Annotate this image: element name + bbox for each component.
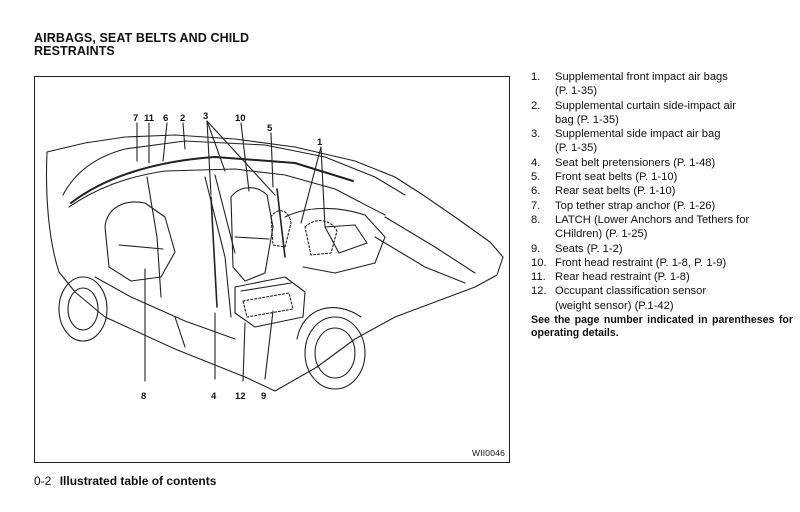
- page-title: AIRBAGS, SEAT BELTS AND CHILD RESTRAINTS: [34, 32, 294, 58]
- callout-12: 12: [235, 391, 246, 402]
- item-number: 9.: [531, 242, 541, 255]
- item-number: 11.: [531, 271, 546, 284]
- item-text: Rear seat belts (P. 1-10): [555, 185, 676, 198]
- item-number: 1.: [531, 71, 541, 83]
- figure-id: WII0046: [471, 448, 505, 458]
- item-number: 8.: [531, 213, 541, 226]
- list-item: 5. Front seat belts (P. 1-10): [531, 170, 793, 184]
- callout-3: 3: [203, 111, 209, 122]
- callout-5: 5: [267, 123, 273, 134]
- page-number: 0-2: [34, 474, 52, 488]
- section-title: Illustrated table of contents: [59, 474, 217, 488]
- item-text: Front seat belts (P. 1-10): [555, 171, 678, 184]
- list-item: 11. Rear head restraint (P. 1-8): [531, 270, 793, 284]
- list-item: 9. Seats (P. 1-2): [531, 242, 793, 256]
- callout-11: 11: [144, 113, 155, 124]
- operating-details-note: See the page number indicated in parenth…: [531, 314, 793, 340]
- callout-8: 8: [141, 391, 147, 402]
- title-line-1: AIRBAGS, SEAT BELTS AND CHILD: [34, 31, 250, 45]
- item-text: Seat belt pretensioners (P. 1-48): [555, 156, 716, 169]
- callout-9: 9: [261, 391, 267, 402]
- item-text: Supplemental front impact air bags(P. 1-…: [555, 71, 728, 98]
- list-item: 7. Top tether strap anchor (P. 1-26): [531, 199, 793, 213]
- item-number: 10.: [531, 256, 547, 269]
- list-item: 3. Supplemental side impact air bag(P. 1…: [531, 127, 793, 156]
- item-number: 3.: [531, 128, 541, 141]
- callout-2: 2: [180, 113, 186, 124]
- component-list: 1. Supplemental front impact air bags(P.…: [531, 70, 793, 340]
- item-number: 6.: [531, 185, 541, 198]
- title-line-2: RESTRAINTS: [34, 44, 115, 58]
- callout-1: 1: [317, 137, 323, 148]
- item-number: 4.: [531, 156, 541, 169]
- car-illustration-figure: 7 11 6 2 3 10 5 1 8 4 12 9 WII0046: [34, 76, 510, 463]
- page-footer: 0-2 Illustrated table of contents: [34, 474, 216, 488]
- callout-6: 6: [163, 113, 169, 124]
- item-text: Top tether strap anchor (P. 1-26): [555, 199, 716, 212]
- list-item: 1. Supplemental front impact air bags(P.…: [531, 70, 793, 99]
- list-item: 12. Occupant classification sensor(weigh…: [531, 284, 793, 313]
- item-number: 7.: [531, 199, 541, 212]
- callout-10: 10: [235, 113, 246, 124]
- item-text: Seats (P. 1-2): [555, 242, 623, 255]
- car-cutaway-drawing: [45, 120, 504, 392]
- list-item: 6. Rear seat belts (P. 1-10): [531, 184, 793, 198]
- list-item: 10. Front head restraint (P. 1-8, P. 1-9…: [531, 256, 793, 270]
- callout-4: 4: [211, 391, 217, 402]
- item-number: 5.: [531, 171, 541, 184]
- item-number: 12.: [531, 285, 547, 298]
- item-text: Front head restraint (P. 1-8, P. 1-9): [555, 256, 727, 269]
- item-text: Supplemental side impact air bag(P. 1-35…: [555, 128, 721, 155]
- item-text: Rear head restraint (P. 1-8): [555, 271, 690, 284]
- item-number: 2.: [531, 99, 541, 112]
- item-text: Occupant classification sensor(weight se…: [555, 285, 707, 312]
- list-item: 4. Seat belt pretensioners (P. 1-48): [531, 156, 793, 170]
- callout-7: 7: [133, 113, 139, 124]
